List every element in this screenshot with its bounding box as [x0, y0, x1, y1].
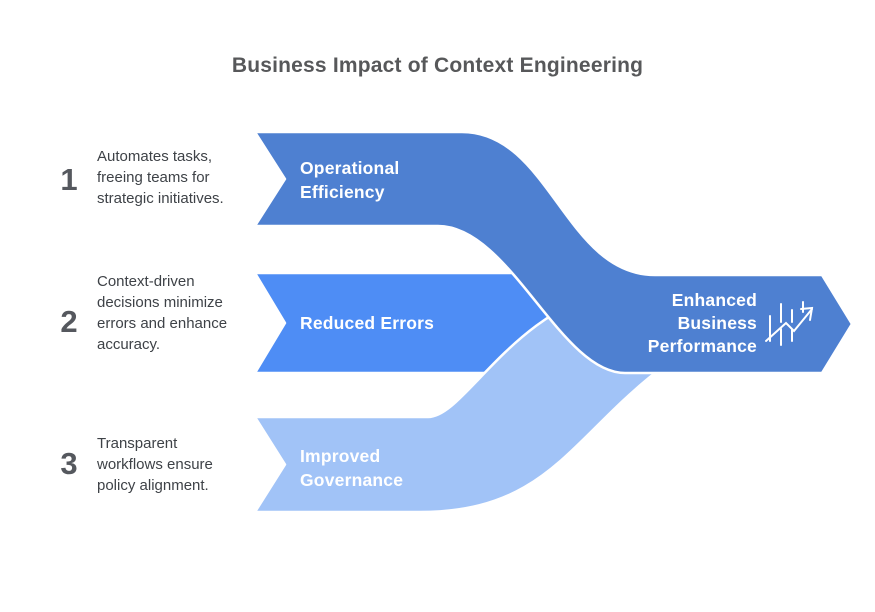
- band-label-line: Reduced Errors: [300, 313, 435, 333]
- band-label-line: Improved: [300, 446, 381, 466]
- band-label-line: Governance: [300, 470, 404, 490]
- band-label-line: Efficiency: [300, 182, 385, 202]
- step-description-1: Automates tasks, freeing teams for strat…: [97, 146, 249, 209]
- step-description-2: Context-driven decisions minimize errors…: [97, 271, 249, 355]
- trend-chart-icon: [765, 301, 814, 346]
- description-line: Context-driven: [97, 273, 195, 290]
- flow-band-reduced-errors: [253, 271, 562, 375]
- description-line: Automates tasks,: [97, 148, 213, 165]
- step-number-2: 2: [60, 304, 78, 339]
- description-line: workflows ensure: [97, 456, 213, 473]
- band-label-improved-governance: Improved Governance: [300, 444, 500, 492]
- description-line: accuracy.: [97, 336, 161, 353]
- trend-arrow-line: [765, 308, 813, 342]
- outcome-label-line: Enhanced: [671, 290, 757, 310]
- description-line: strategic initiatives.: [97, 190, 224, 207]
- step-number-3: 3: [60, 446, 78, 481]
- band-label-line: Operational: [300, 158, 400, 178]
- description-line: Transparent: [97, 435, 178, 452]
- band-label-operational-efficiency: Operational Efficiency: [300, 156, 500, 204]
- description-line: policy alignment.: [97, 477, 209, 494]
- outcome-label-line: Performance: [647, 336, 757, 356]
- description-line: decisions minimize: [97, 294, 223, 311]
- trend-arrow-head: [800, 306, 814, 321]
- outcome-label-enhanced-business-performance: Enhanced Business Performance: [517, 289, 757, 358]
- flow-band-operational-efficiency-and-outcome-arrow: [253, 130, 854, 375]
- outcome-label-line: Business: [677, 313, 757, 333]
- description-line: freeing teams for: [97, 169, 210, 186]
- page-title: Business Impact of Context Engineering: [231, 54, 644, 77]
- step-description-3: Transparent workflows ensure policy alig…: [97, 433, 249, 496]
- band-label-reduced-errors: Reduced Errors: [300, 311, 500, 335]
- step-number-1: 1: [60, 162, 78, 197]
- description-line: errors and enhance: [97, 315, 228, 332]
